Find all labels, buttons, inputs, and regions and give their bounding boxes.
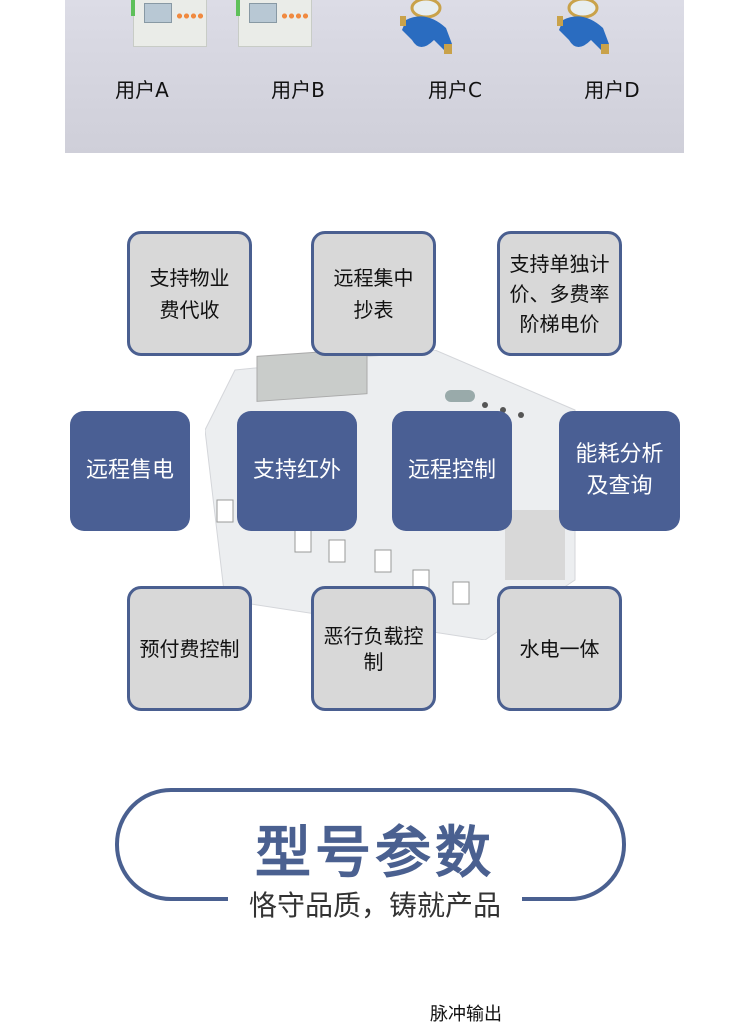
feature-label: 支持红外 (252, 458, 341, 484)
feature-energy-analysis: 能耗分析 及查询 (559, 411, 680, 531)
feature-label: 支持物业 费代收 (149, 265, 230, 322)
feature-label: 远程控制 (407, 458, 496, 484)
feature-label: 水电一体 (519, 636, 600, 661)
user-label-b: 用户B (271, 78, 325, 102)
feature-label: 预付费控制 (139, 636, 240, 661)
feature-label: 能耗分析 及查询 (575, 442, 664, 499)
user-label-d: 用户D (584, 78, 640, 102)
feature-property-fee: 支持物业 费代收 (127, 231, 252, 356)
section-subtitle: 恪守品质，铸就产品 (228, 884, 522, 924)
electric-meter-icon (131, 0, 207, 47)
feature-water-electric: 水电一体 (497, 586, 622, 711)
section-title: 型号参数 (255, 821, 495, 886)
feature-remote-control: 远程控制 (392, 411, 512, 531)
feature-label: 远程售电 (85, 458, 174, 484)
feature-infrared: 支持红外 (237, 411, 357, 531)
feature-label: 支持单独计 价、多费率 阶梯电价 (509, 251, 610, 336)
feature-remote-selling: 远程售电 (70, 411, 190, 531)
feature-malicious-load: 恶行负载控 制 (311, 586, 436, 711)
user-label-c: 用户C (428, 78, 482, 102)
user-label-a: 用户A (115, 78, 169, 102)
feature-remote-reading: 远程集中 抄表 (311, 231, 436, 356)
feature-prepaid-control: 预付费控制 (127, 586, 252, 711)
pulse-output-label: 脉冲输出 (430, 1004, 502, 1025)
water-meter-icon (557, 0, 609, 54)
feature-label: 远程集中 抄表 (333, 265, 414, 322)
feature-tiered-pricing: 支持单独计 价、多费率 阶梯电价 (497, 231, 622, 356)
electric-meter-icon (236, 0, 312, 47)
water-meter-icon (400, 0, 452, 54)
feature-label: 恶行负载控 制 (323, 623, 424, 674)
user-meters-panel: 用户A 用户B 用户C 用户D (65, 0, 684, 153)
